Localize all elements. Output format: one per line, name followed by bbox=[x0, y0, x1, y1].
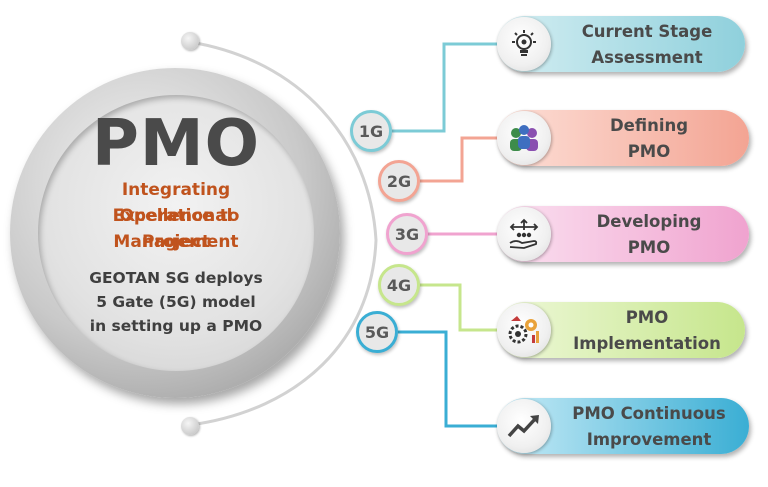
gate-2g-label: 2G bbox=[386, 171, 412, 191]
connector-2g bbox=[420, 136, 500, 183]
stage-developing-pmo: Developing PMO bbox=[497, 206, 749, 262]
lightbulb-icon bbox=[497, 17, 551, 71]
hand-arrows-icon bbox=[497, 207, 551, 261]
gate-4g-label: 4G bbox=[386, 275, 412, 295]
stage-1-line-2: Assessment bbox=[591, 48, 703, 67]
gate-4g: 4G bbox=[378, 264, 420, 306]
stage-4-line-2: Implementation bbox=[573, 334, 721, 353]
stage-1-line-1: Current Stage bbox=[581, 22, 713, 41]
pmo-tagline-line-3: Management bbox=[113, 232, 239, 252]
pmo-tagline-line-1: Integrating Operational bbox=[119, 180, 233, 226]
gate-5g-label: 5G bbox=[364, 322, 390, 342]
stage-pmo-implementation: PMO Implementation bbox=[497, 302, 745, 358]
stage-continuous-improvement: PMO Continuous Improvement bbox=[497, 398, 749, 454]
stage-5-line-1: PMO Continuous bbox=[572, 404, 726, 423]
pmo-tagline-line-2: Excellence to Project bbox=[112, 206, 240, 252]
team-icon bbox=[497, 111, 551, 165]
pmo-description-line-2: 5 Gate (5G) model bbox=[96, 293, 256, 311]
pmo-description-line-3: in setting up a PMO bbox=[89, 317, 263, 335]
stage-3-line-1: Developing bbox=[596, 212, 702, 231]
outer-arc bbox=[189, 40, 378, 427]
gate-1g-label: 1G bbox=[358, 121, 384, 141]
stage-2-line-1: Defining bbox=[609, 116, 689, 135]
pmo-disc-inner bbox=[38, 95, 314, 371]
gate-3g-label: 3G bbox=[394, 224, 420, 244]
arc-knob-top bbox=[181, 32, 199, 50]
stage-4-line-1: PMO bbox=[625, 308, 669, 327]
pmo-title: PMO bbox=[92, 107, 260, 181]
gate-2g: 2G bbox=[378, 160, 420, 202]
gate-5g: 5G bbox=[356, 311, 398, 353]
gate-1g: 1G bbox=[350, 110, 392, 152]
arc-knob-bottom bbox=[181, 417, 199, 435]
connector-1g bbox=[392, 42, 500, 133]
connector-5g bbox=[398, 330, 500, 428]
stage-5-line-2: Improvement bbox=[586, 430, 712, 449]
connector-4g bbox=[420, 283, 500, 332]
gears-chart-icon bbox=[497, 303, 551, 357]
stage-defining-pmo: Defining PMO bbox=[497, 110, 749, 166]
pmo-description-line-1: GEOTAN SG deploys bbox=[89, 269, 263, 287]
gate-3g: 3G bbox=[386, 213, 428, 255]
stage-2-line-2: PMO bbox=[627, 142, 671, 161]
trend-up-icon bbox=[497, 399, 551, 453]
stage-current-assessment: Current Stage Assessment bbox=[497, 16, 745, 72]
stage-3-line-2: PMO bbox=[627, 238, 671, 257]
